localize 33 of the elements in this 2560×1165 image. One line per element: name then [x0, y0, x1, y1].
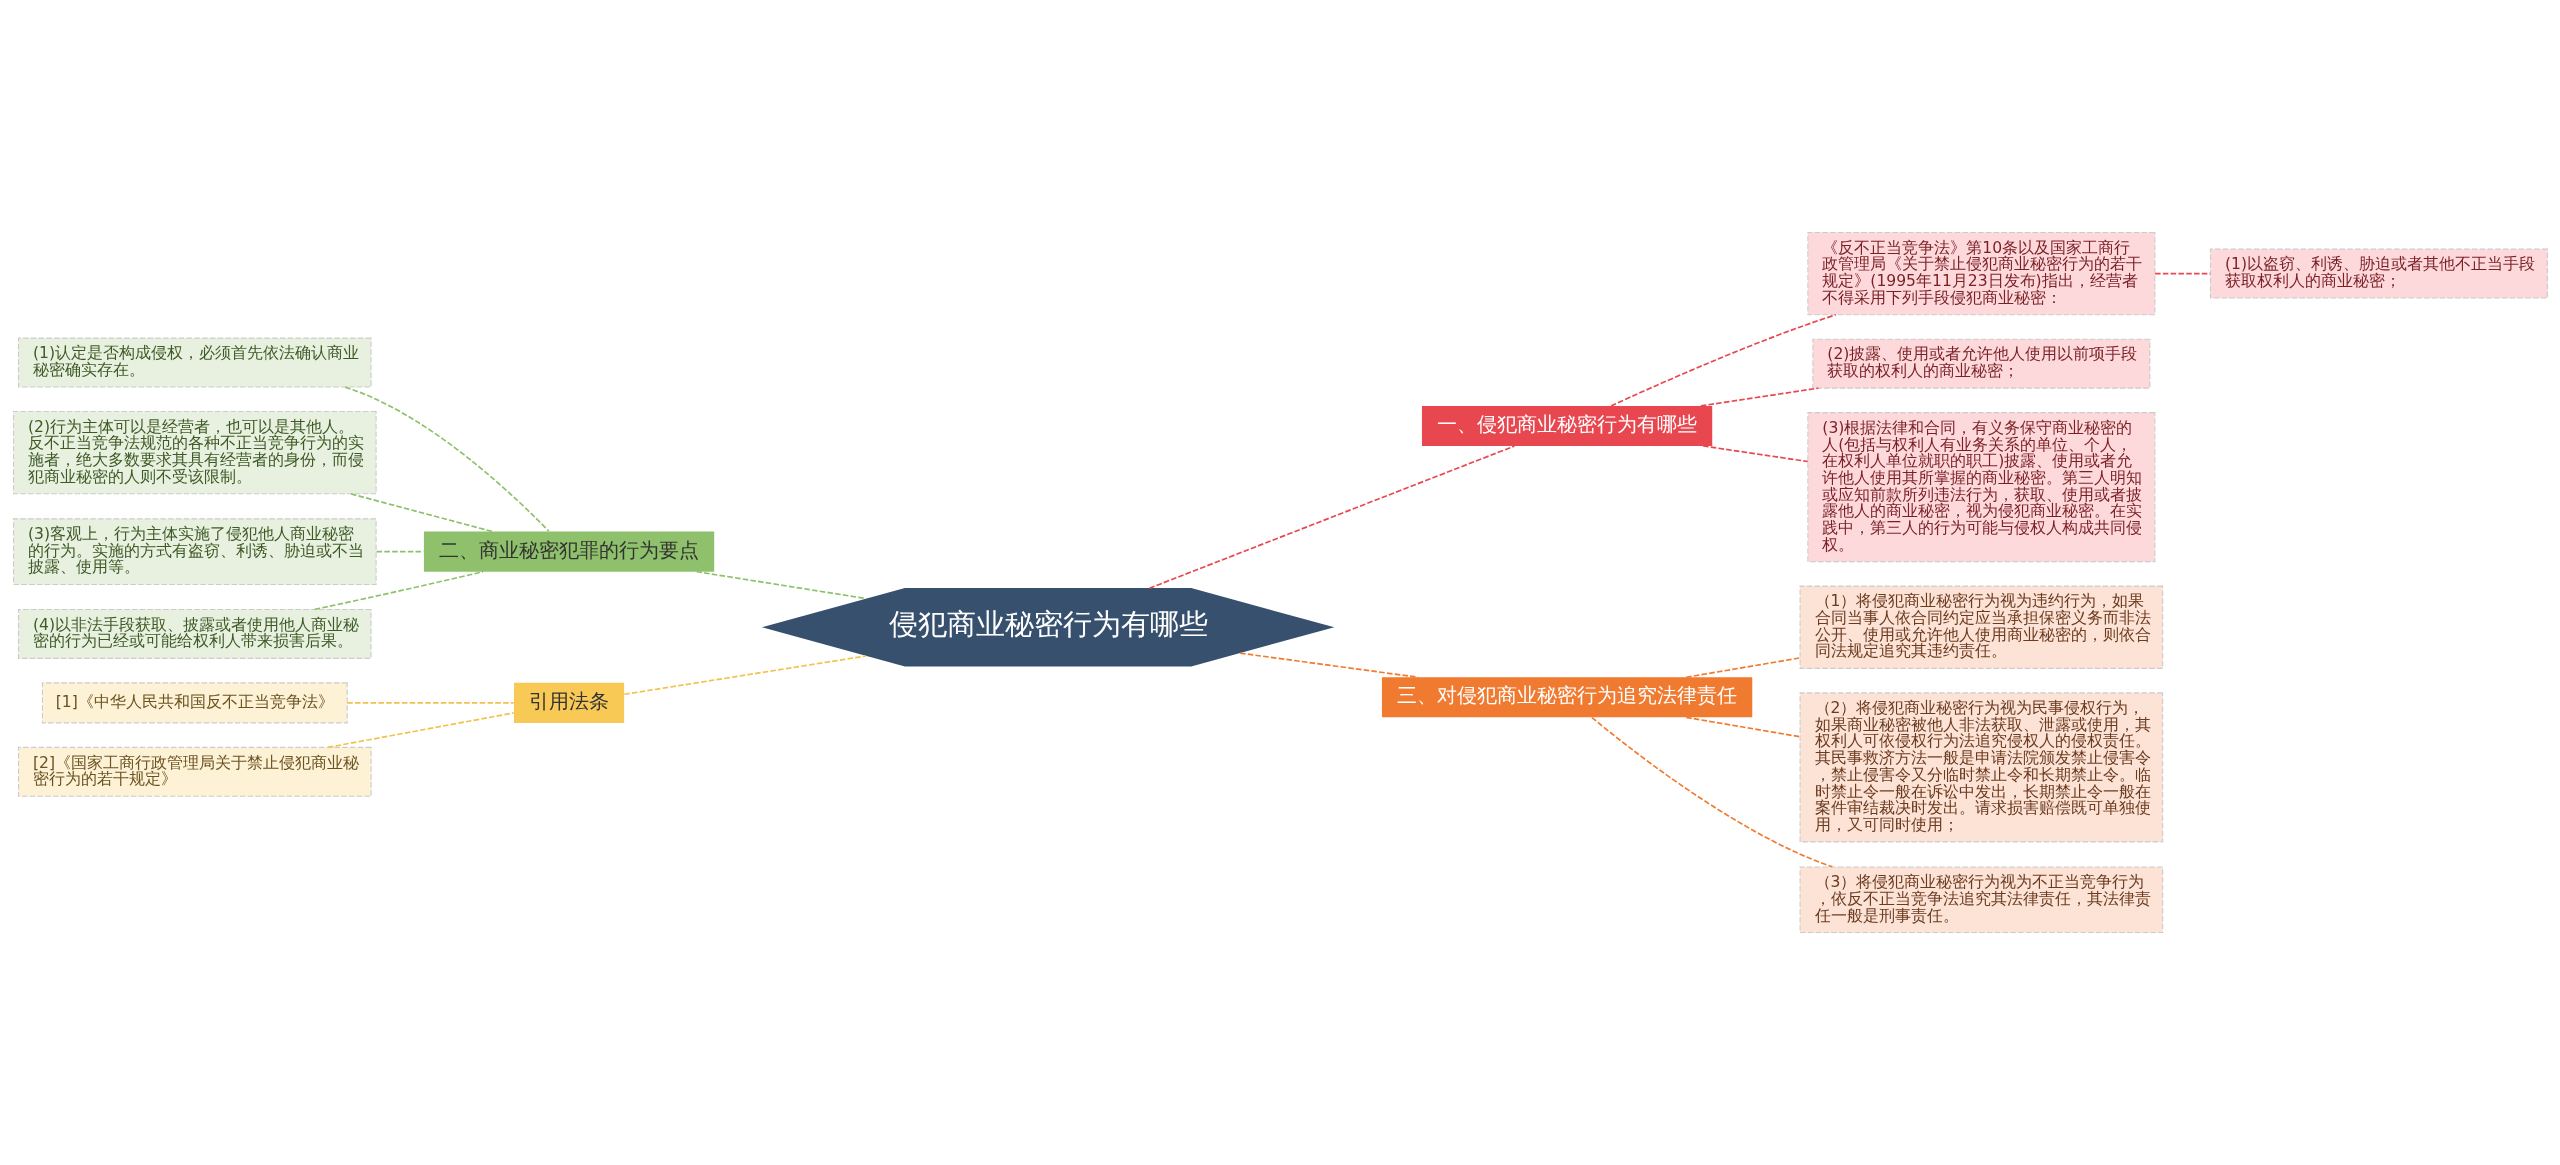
- connector: [313, 570, 484, 611]
- connector: [1238, 652, 1419, 679]
- connector: [1590, 716, 1833, 868]
- node-box: (3)客观上，行为主体实施了侵犯他人商业秘密的行为。实施的方式有盗窃、利诱、胁迫或不当披露、使用等。: [12, 518, 377, 585]
- connector: [623, 655, 867, 696]
- node-box: 引用法条: [513, 682, 624, 723]
- connector: [1701, 445, 1809, 463]
- connector: [1684, 716, 1801, 738]
- node-box: [1]《中华人民共和国反不正当竞争法》: [41, 682, 348, 724]
- node-box: (3)根据法律和合同，有义务保守商业秘密的人(包括与权利人有业务关系的单位、个人，在权利人单位就职的职工)披露、使用或者允许他人使用其所掌握的商业秘密。第三人明知或应知前款所列违法行为，获取、使用或者披露他人的商业秘密，视为侵犯商业秘密。在实践中，第三人的行为可能与侵权人构成共同侵权。: [1806, 412, 2155, 563]
- connector: [1609, 313, 1837, 407]
- node-box: （3）将侵犯商业秘密行为视为不正当竞争行为，依反不正当竞争法追究其法律责任，其法律责任一般是刑事责任。: [1799, 866, 2163, 934]
- connector: [1148, 445, 1515, 590]
- node-box: （1）将侵犯商业秘密行为视为违约行为，如果合同当事人依合同约定应当承担保密义务而非法公开、使用或允许他人使用商业秘密的，则依合同法规定追究其违约责任。: [1799, 585, 2163, 669]
- node-box: (1)以盗窃、利诱、胁迫或者其他不正当手段获取权利人的商业秘密；: [2209, 248, 2548, 299]
- node-box: （2）将侵犯商业秘密行为视为民事侵权行为，如果商业秘密被他人非法获取、泄露或使用，其权利人可依侵权行为法追究侵权人的侵权责任。其民事救济方法一般是申请法院颁发禁止侵害令，禁止侵害令又分临时禁止令和长期禁止令。临时禁止令一般在诉讼中发出，长期禁止令一般在案件审结裁决时发出。请求损害赔偿既可单独使用，又可同时使用；: [1799, 692, 2163, 843]
- node-box: 二、商业秘密犯罪的行为要点: [423, 531, 714, 572]
- node-box: [2]《国家工商行政管理局关于禁止侵犯商业秘密行为的若干规定》: [17, 746, 372, 797]
- connector: [375, 550, 424, 553]
- connector: [349, 493, 493, 533]
- connector: [345, 702, 515, 704]
- node-box: 《反不正当竞争法》第10条以及国家工商行政管理局《关于禁止侵犯商业秘密行为的若干规定》(1995年11月23日发布)指出，经营者不得采用下列手段侵犯商业秘密：: [1806, 231, 2155, 316]
- connector: [326, 712, 515, 749]
- node-box: 一、侵犯商业秘密行为有哪些: [1421, 405, 1712, 446]
- connector: [1699, 387, 1819, 407]
- connector: [1684, 657, 1801, 679]
- node-box: 三、对侵犯商业秘密行为追究法律责任: [1381, 677, 1752, 718]
- connector: [343, 386, 550, 533]
- node-box: (2)行为主体可以是经营者，也可以是其他人。反不正当竞争法规范的各种不正当竞争行为的实施者，绝大多数要求其具有经营者的身份，而侵犯商业秘密的人则不受该限制。: [12, 410, 377, 495]
- node-box: (2)披露、使用或者允许他人使用以前项手段获取的权利人的商业秘密；: [1811, 338, 2150, 389]
- connector: [695, 570, 867, 600]
- node-box: (4)以非法手段获取、披露或者使用他人商业秘密的行为已经或可能给权利人带来损害后果。: [17, 608, 372, 659]
- node-box: (1)认定是否构成侵权，必须首先依法确认商业秘密确实存在。: [17, 337, 372, 388]
